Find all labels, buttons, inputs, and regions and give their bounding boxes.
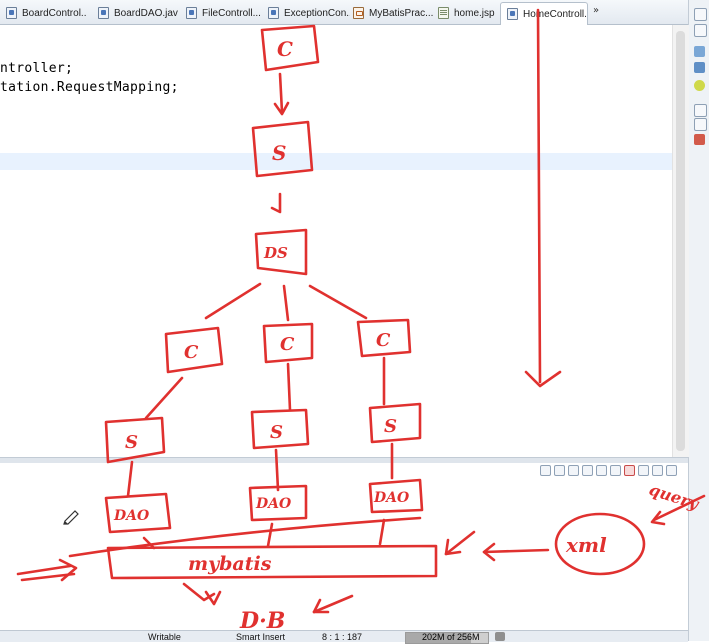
tab-mybatis-practice[interactable]: MyBatisPrac... bbox=[347, 3, 433, 23]
console-toolbar bbox=[540, 465, 677, 481]
tab-board-dao[interactable]: BoardDAO.java bbox=[92, 3, 178, 23]
trash-icon[interactable] bbox=[495, 632, 505, 641]
java-file-icon bbox=[98, 7, 109, 19]
task-icon[interactable] bbox=[694, 80, 705, 91]
terminate-icon[interactable] bbox=[624, 465, 635, 476]
right-trim-bar bbox=[688, 0, 709, 641]
console-toolbar-icon[interactable] bbox=[610, 465, 621, 476]
package-explorer-icon[interactable] bbox=[694, 46, 705, 57]
console-toolbar-icon[interactable] bbox=[554, 465, 565, 476]
tab-home-jsp[interactable]: home.jsp bbox=[432, 3, 498, 23]
outline-icon[interactable] bbox=[694, 62, 705, 73]
status-bar: Writable Smart Insert 8 : 1 : 187 202M o… bbox=[0, 630, 688, 644]
java-file-icon bbox=[186, 7, 197, 19]
tab-label: FileControll... bbox=[202, 7, 261, 19]
tab-overflow-button[interactable]: » bbox=[593, 5, 600, 16]
scrollbar-thumb[interactable] bbox=[676, 31, 685, 451]
status-cursor-position: 8 : 1 : 187 bbox=[322, 632, 363, 642]
console-toolbar-icon[interactable] bbox=[568, 465, 579, 476]
tab-label: BoardDAO.java bbox=[114, 7, 178, 19]
tab-file-controller[interactable]: FileControll... bbox=[180, 3, 266, 23]
pencil-cursor-icon bbox=[63, 510, 79, 525]
tab-home-controller[interactable]: HomeControll... ✕ bbox=[500, 2, 588, 25]
minimize-icon[interactable] bbox=[652, 465, 663, 476]
code-line: ntroller; bbox=[0, 61, 74, 76]
console-toolbar-icon[interactable] bbox=[596, 465, 607, 476]
heap-fill bbox=[406, 633, 471, 643]
restore-icon[interactable] bbox=[694, 104, 707, 117]
tab-board-controller[interactable]: BoardControl... bbox=[0, 3, 86, 23]
tab-label: home.jsp bbox=[454, 7, 495, 19]
jsp-file-icon bbox=[438, 7, 449, 19]
tab-label: HomeControll... bbox=[523, 8, 588, 20]
editor-scrollbar[interactable] bbox=[672, 25, 689, 457]
console-toolbar-icon[interactable] bbox=[638, 465, 649, 476]
tab-exception-controller[interactable]: ExceptionCon... bbox=[262, 3, 350, 23]
console-toolbar-icon[interactable] bbox=[540, 465, 551, 476]
code-line: tation.RequestMapping; bbox=[0, 80, 179, 95]
status-writable: Writable bbox=[148, 632, 181, 642]
java-file-icon bbox=[507, 8, 518, 20]
console-toolbar-icon[interactable] bbox=[582, 465, 593, 476]
console-view bbox=[0, 463, 688, 630]
heap-status[interactable]: 202M of 256M bbox=[405, 632, 489, 644]
tab-label: MyBatisPrac... bbox=[369, 7, 433, 19]
restore-icon[interactable] bbox=[694, 8, 707, 21]
tab-label: ExceptionCon... bbox=[284, 7, 350, 19]
current-line-highlight bbox=[0, 153, 672, 170]
code-editor[interactable]: ntroller; tation.RequestMapping; bbox=[0, 25, 672, 457]
status-insert-mode: Smart Insert bbox=[236, 632, 286, 642]
maximize-icon[interactable] bbox=[694, 24, 707, 37]
minimize-icon[interactable] bbox=[694, 118, 707, 131]
java-file-icon bbox=[268, 7, 279, 19]
xml-file-icon bbox=[353, 7, 364, 19]
tab-label: BoardControl... bbox=[22, 7, 86, 19]
heap-label: 202M of 256M bbox=[422, 632, 480, 642]
java-file-icon bbox=[6, 7, 17, 19]
editor-tab-bar: BoardControl... BoardDAO.java FileContro… bbox=[0, 0, 688, 25]
problems-icon[interactable] bbox=[694, 134, 705, 145]
maximize-icon[interactable] bbox=[666, 465, 677, 476]
